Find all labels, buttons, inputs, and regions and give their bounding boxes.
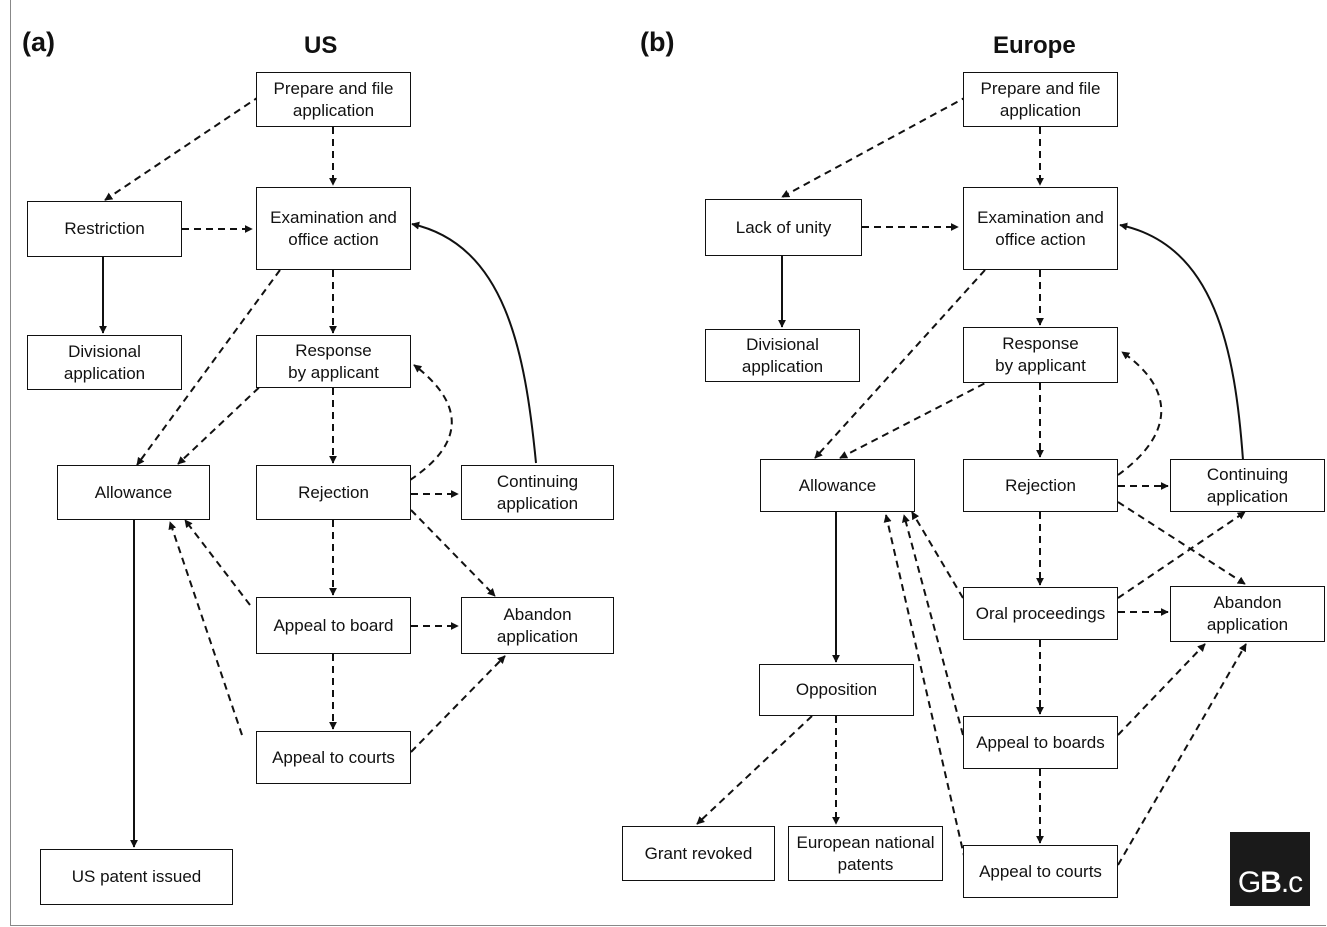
eu-edge-response-allowance <box>839 377 996 459</box>
eu-edge-boards-abandon <box>1117 643 1206 736</box>
logo-letter-g: G <box>1237 866 1261 899</box>
eu-edge-courts-abandon <box>1117 643 1247 866</box>
eu-lack-unity-box: Lack of unity <box>705 199 862 256</box>
us-edge-rejection-response <box>409 364 453 481</box>
us-patent-issued-box: US patent issued <box>40 849 233 905</box>
eu-edge-continuing-exam <box>1119 222 1244 461</box>
us-abandon-box: Abandon application <box>461 597 614 654</box>
eu-grant-revoked-box: Grant revoked <box>622 826 775 881</box>
panel-a-title: US <box>304 32 338 59</box>
panel-b-title: Europe <box>993 32 1076 59</box>
us-rejection-box: Rejection <box>256 465 411 520</box>
eu-edge-oral-continuing <box>1117 511 1246 599</box>
us-continuing-box: Continuing application <box>461 465 614 520</box>
us-allowance-box: Allowance <box>57 465 210 520</box>
eu-edge-courts-allowance <box>883 514 966 861</box>
us-prepare-box: Prepare and file application <box>256 72 411 127</box>
panel-a-label: (a) <box>22 27 55 57</box>
logo-suffix: .c <box>1280 866 1303 899</box>
panel-b-label: (b) <box>640 27 675 57</box>
eu-edge-rejection-abandon <box>1117 501 1246 585</box>
figure-frame <box>10 0 1326 926</box>
us-appeal-courts-box: Appeal to courts <box>256 731 411 784</box>
us-divisional-box: Divisional application <box>27 335 182 390</box>
eu-oral-box: Oral proceedings <box>963 587 1118 640</box>
eu-rejection-box: Rejection <box>963 459 1118 512</box>
us-examination-box: Examination and office action <box>256 187 411 270</box>
eu-examination-box: Examination and office action <box>963 187 1118 270</box>
eu-prepare-box: Prepare and file application <box>963 72 1118 127</box>
eu-response-box: Response by applicant <box>963 327 1118 383</box>
logo-letter-b: B <box>1260 866 1282 899</box>
eu-appeal-courts-box: Appeal to courts <box>963 845 1118 898</box>
us-edge-appeal-allowance <box>184 519 251 606</box>
eu-edge-exam-allowance <box>814 269 986 459</box>
us-edge-courts-allowance <box>168 521 243 736</box>
us-restriction-box: Restriction <box>27 201 182 257</box>
us-response-box: Response by applicant <box>256 335 411 388</box>
us-edge-courts-abandon <box>410 655 506 753</box>
eu-opposition-box: Opposition <box>759 664 914 716</box>
us-edge-rejection-abandon <box>410 509 496 597</box>
eu-appeal-boards-box: Appeal to boards <box>963 716 1118 769</box>
eu-allowance-box: Allowance <box>760 459 915 512</box>
us-edge-prepare-restriction <box>104 95 261 201</box>
eu-edge-opposition-revoked <box>696 715 813 825</box>
eu-edge-prepare-lack <box>781 95 969 198</box>
eu-edge-oral-allowance <box>911 511 964 599</box>
us-edge-continuing-exam <box>411 221 537 464</box>
us-appeal-board-box: Appeal to board <box>256 597 411 654</box>
eu-national-patents-box: European national patents <box>788 826 943 881</box>
us-edge-exam-allowance <box>136 269 281 466</box>
eu-abandon-box: Abandon application <box>1170 586 1325 642</box>
eu-edge-boards-allowance <box>902 514 964 736</box>
eu-continuing-box: Continuing application <box>1170 459 1325 512</box>
eu-edge-rejection-response <box>1117 351 1163 476</box>
eu-divisional-box: Divisional application <box>705 329 860 382</box>
